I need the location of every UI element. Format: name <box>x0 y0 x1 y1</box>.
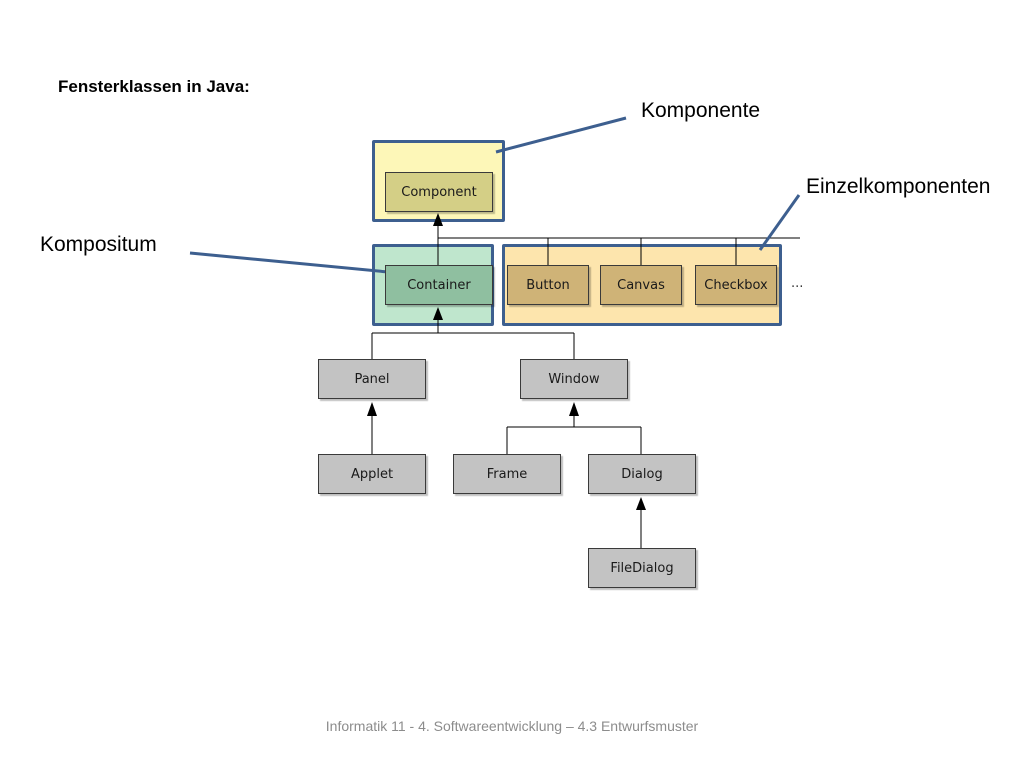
class-canvas: Canvas <box>600 265 682 305</box>
einzelkomponenten-pointer <box>758 194 801 251</box>
dialog-inheritance-arrowhead <box>636 497 646 510</box>
class-checkbox: Checkbox <box>695 265 777 305</box>
class-dialog: Dialog <box>588 454 696 494</box>
kompositum-pointer <box>189 251 389 274</box>
panel-inheritance-arrowhead <box>367 402 377 416</box>
class-frame: Frame <box>453 454 561 494</box>
class-filedialog: FileDialog <box>588 548 696 588</box>
class-component: Component <box>385 172 493 212</box>
class-applet: Applet <box>318 454 426 494</box>
annotation-kompositum: Kompositum <box>40 233 157 256</box>
annotation-komponente: Komponente <box>641 99 761 122</box>
class-panel: Panel <box>318 359 426 399</box>
komponente-pointer <box>495 116 627 154</box>
class-container: Container <box>385 265 493 305</box>
component-inheritance-arrowhead <box>433 213 443 226</box>
slide-footer: Informatik 11 - 4. Softwareentwicklung –… <box>325 718 699 734</box>
class-window: Window <box>520 359 628 399</box>
more-classes-ellipsis: ... <box>791 276 804 291</box>
class-button: Button <box>507 265 589 305</box>
container-inheritance-arrowhead <box>433 307 443 320</box>
slide-title: Fensterklassen in Java: <box>58 77 250 96</box>
annotation-einzelkomponenten: Einzelkomponenten <box>806 175 991 198</box>
window-inheritance-arrowhead <box>569 402 579 416</box>
